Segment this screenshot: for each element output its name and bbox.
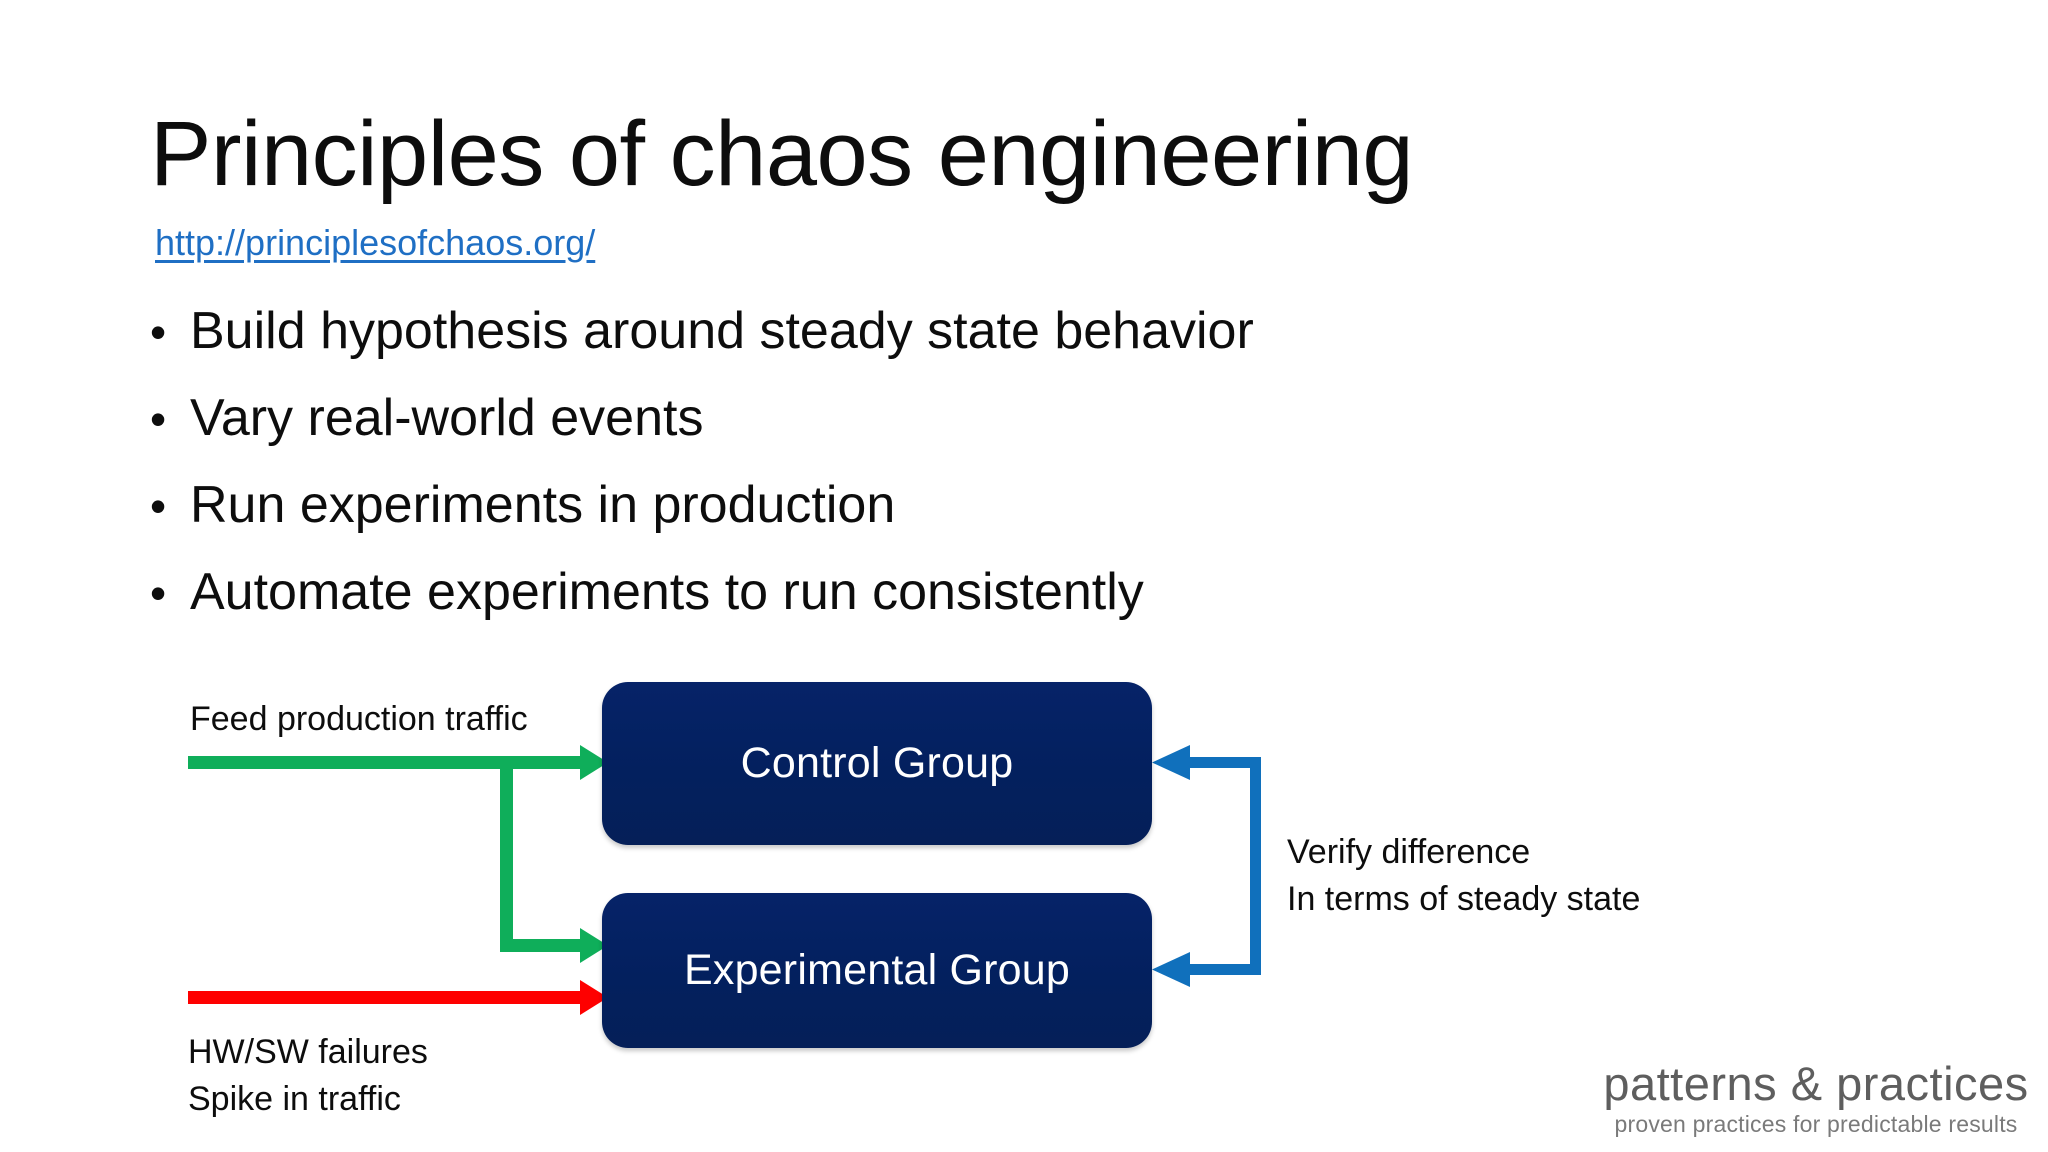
- experimental-group-label: Experimental Group: [683, 946, 1070, 994]
- list-item-label: Automate experiments to run consistently: [190, 563, 1144, 621]
- failure-injection-arrow: [188, 980, 608, 1015]
- bullet-dot-icon: •: [150, 567, 167, 619]
- page-title: Principles of chaos engineering: [150, 103, 1414, 205]
- list-item: • Build hypothesis around steady state b…: [150, 305, 1650, 392]
- control-group-box[interactable]: Control Group: [602, 682, 1152, 845]
- patterns-and-practices-logo: patterns & practices proven practices fo…: [1596, 1060, 2036, 1136]
- principles-of-chaos-link[interactable]: http://principlesofchaos.org/: [155, 222, 596, 263]
- list-item: • Vary real-world events: [150, 392, 1650, 479]
- list-item-label: Vary real-world events: [190, 389, 704, 447]
- feed-traffic-arrow: [188, 745, 608, 963]
- bullet-dot-icon: •: [150, 306, 167, 358]
- bullet-dot-icon: •: [150, 480, 167, 532]
- logo-name: patterns & practices: [1603, 1057, 2029, 1110]
- experimental-group-box[interactable]: Experimental Group: [602, 893, 1152, 1048]
- hw-sw-failures-label: HW/SW failures Spike in traffic: [188, 1033, 428, 1118]
- verify-difference-label: Verify difference In terms of steady sta…: [1287, 833, 1641, 918]
- list-item: • Automate experiments to run consistent…: [150, 566, 1650, 653]
- list-item-label: Build hypothesis around steady state beh…: [190, 302, 1254, 360]
- logo-tagline: proven practices for predictable results: [1614, 1111, 2018, 1137]
- feed-production-traffic-label: Feed production traffic: [190, 700, 528, 738]
- control-group-label: Control Group: [740, 739, 1014, 787]
- bullet-dot-icon: •: [150, 393, 167, 445]
- bullet-list: • Build hypothesis around steady state b…: [150, 305, 1650, 653]
- list-item-label: Run experiments in production: [190, 476, 896, 534]
- verify-difference-arrow: [1152, 745, 1261, 987]
- list-item: • Run experiments in production: [150, 479, 1650, 566]
